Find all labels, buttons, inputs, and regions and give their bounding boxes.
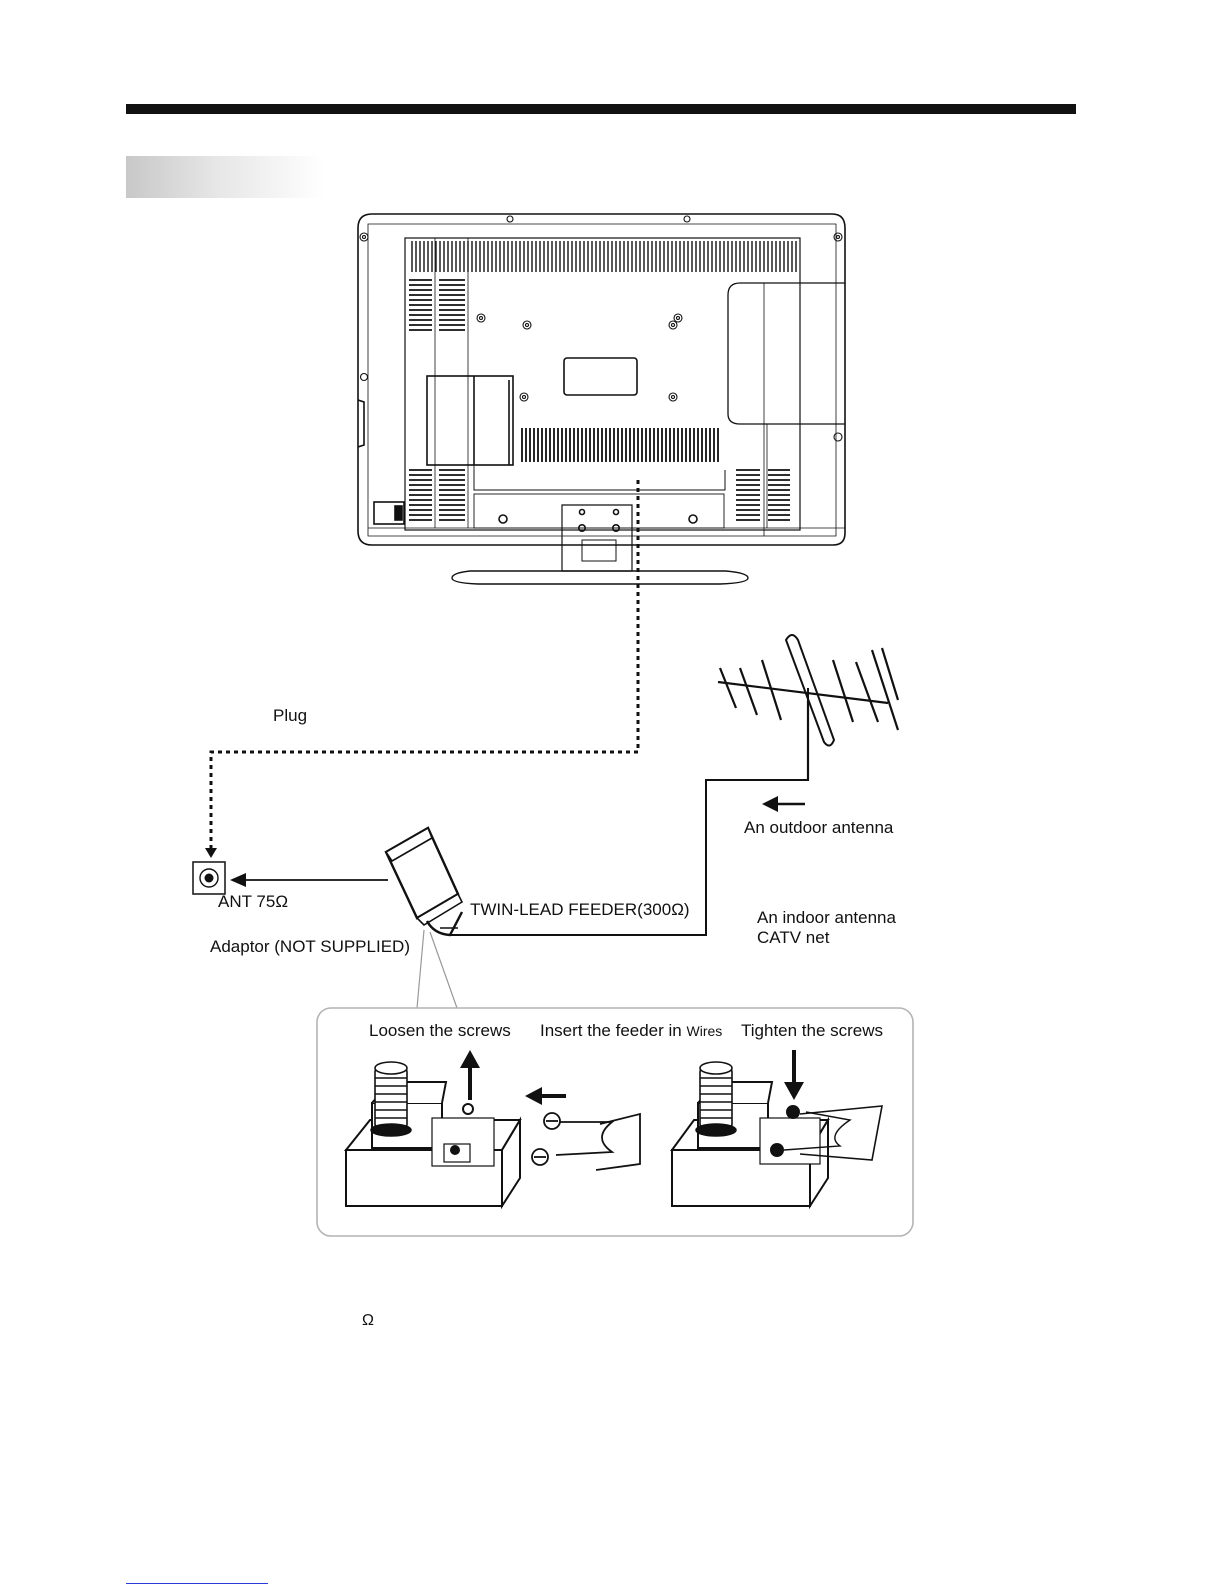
outdoor-antenna-label: An outdoor antenna	[744, 818, 893, 838]
indoor-antenna-label: An indoor antenna	[757, 908, 896, 928]
omega-symbol: Ω	[362, 1311, 374, 1331]
arrow-left-icon	[762, 796, 778, 812]
tighten-screws-label: Tighten the screws	[741, 1021, 883, 1041]
insert-feeder-wires-text: Wires	[687, 1023, 723, 1039]
tv-rear-panel-icon	[358, 214, 845, 584]
insert-feeder-label: Insert the feeder in Wires	[540, 1021, 722, 1041]
loosen-screws-label: Loosen the screws	[369, 1021, 511, 1041]
feeder-wires	[532, 1113, 640, 1170]
connector-coil-right	[696, 1062, 736, 1136]
plug-label: Plug	[273, 706, 307, 726]
arrow-left-icon	[525, 1087, 542, 1105]
adaptor-block-icon	[386, 828, 462, 935]
insert-feeder-text: Insert the feeder in	[540, 1021, 682, 1040]
arrow-up-icon	[460, 1050, 480, 1068]
twin-lead-feeder-label: TWIN-LEAD FEEDER(300Ω)	[470, 900, 690, 920]
ant-jack-label: ANT 75Ω	[218, 892, 288, 912]
ant-jack-icon	[193, 862, 225, 894]
bottom-link-underline	[126, 1583, 268, 1584]
adaptor-detail-loosen	[346, 1082, 520, 1206]
arrow-left-icon	[230, 873, 246, 887]
adaptor-label: Adaptor (NOT SUPPLIED)	[210, 937, 410, 957]
plug-cable	[211, 480, 638, 848]
arrow-down-icon	[784, 1082, 804, 1100]
catv-net-label: CATV net	[757, 928, 829, 948]
yagi-antenna-icon	[718, 635, 898, 780]
arrow-down-icon	[205, 848, 217, 858]
connector-coil-left	[371, 1062, 411, 1136]
